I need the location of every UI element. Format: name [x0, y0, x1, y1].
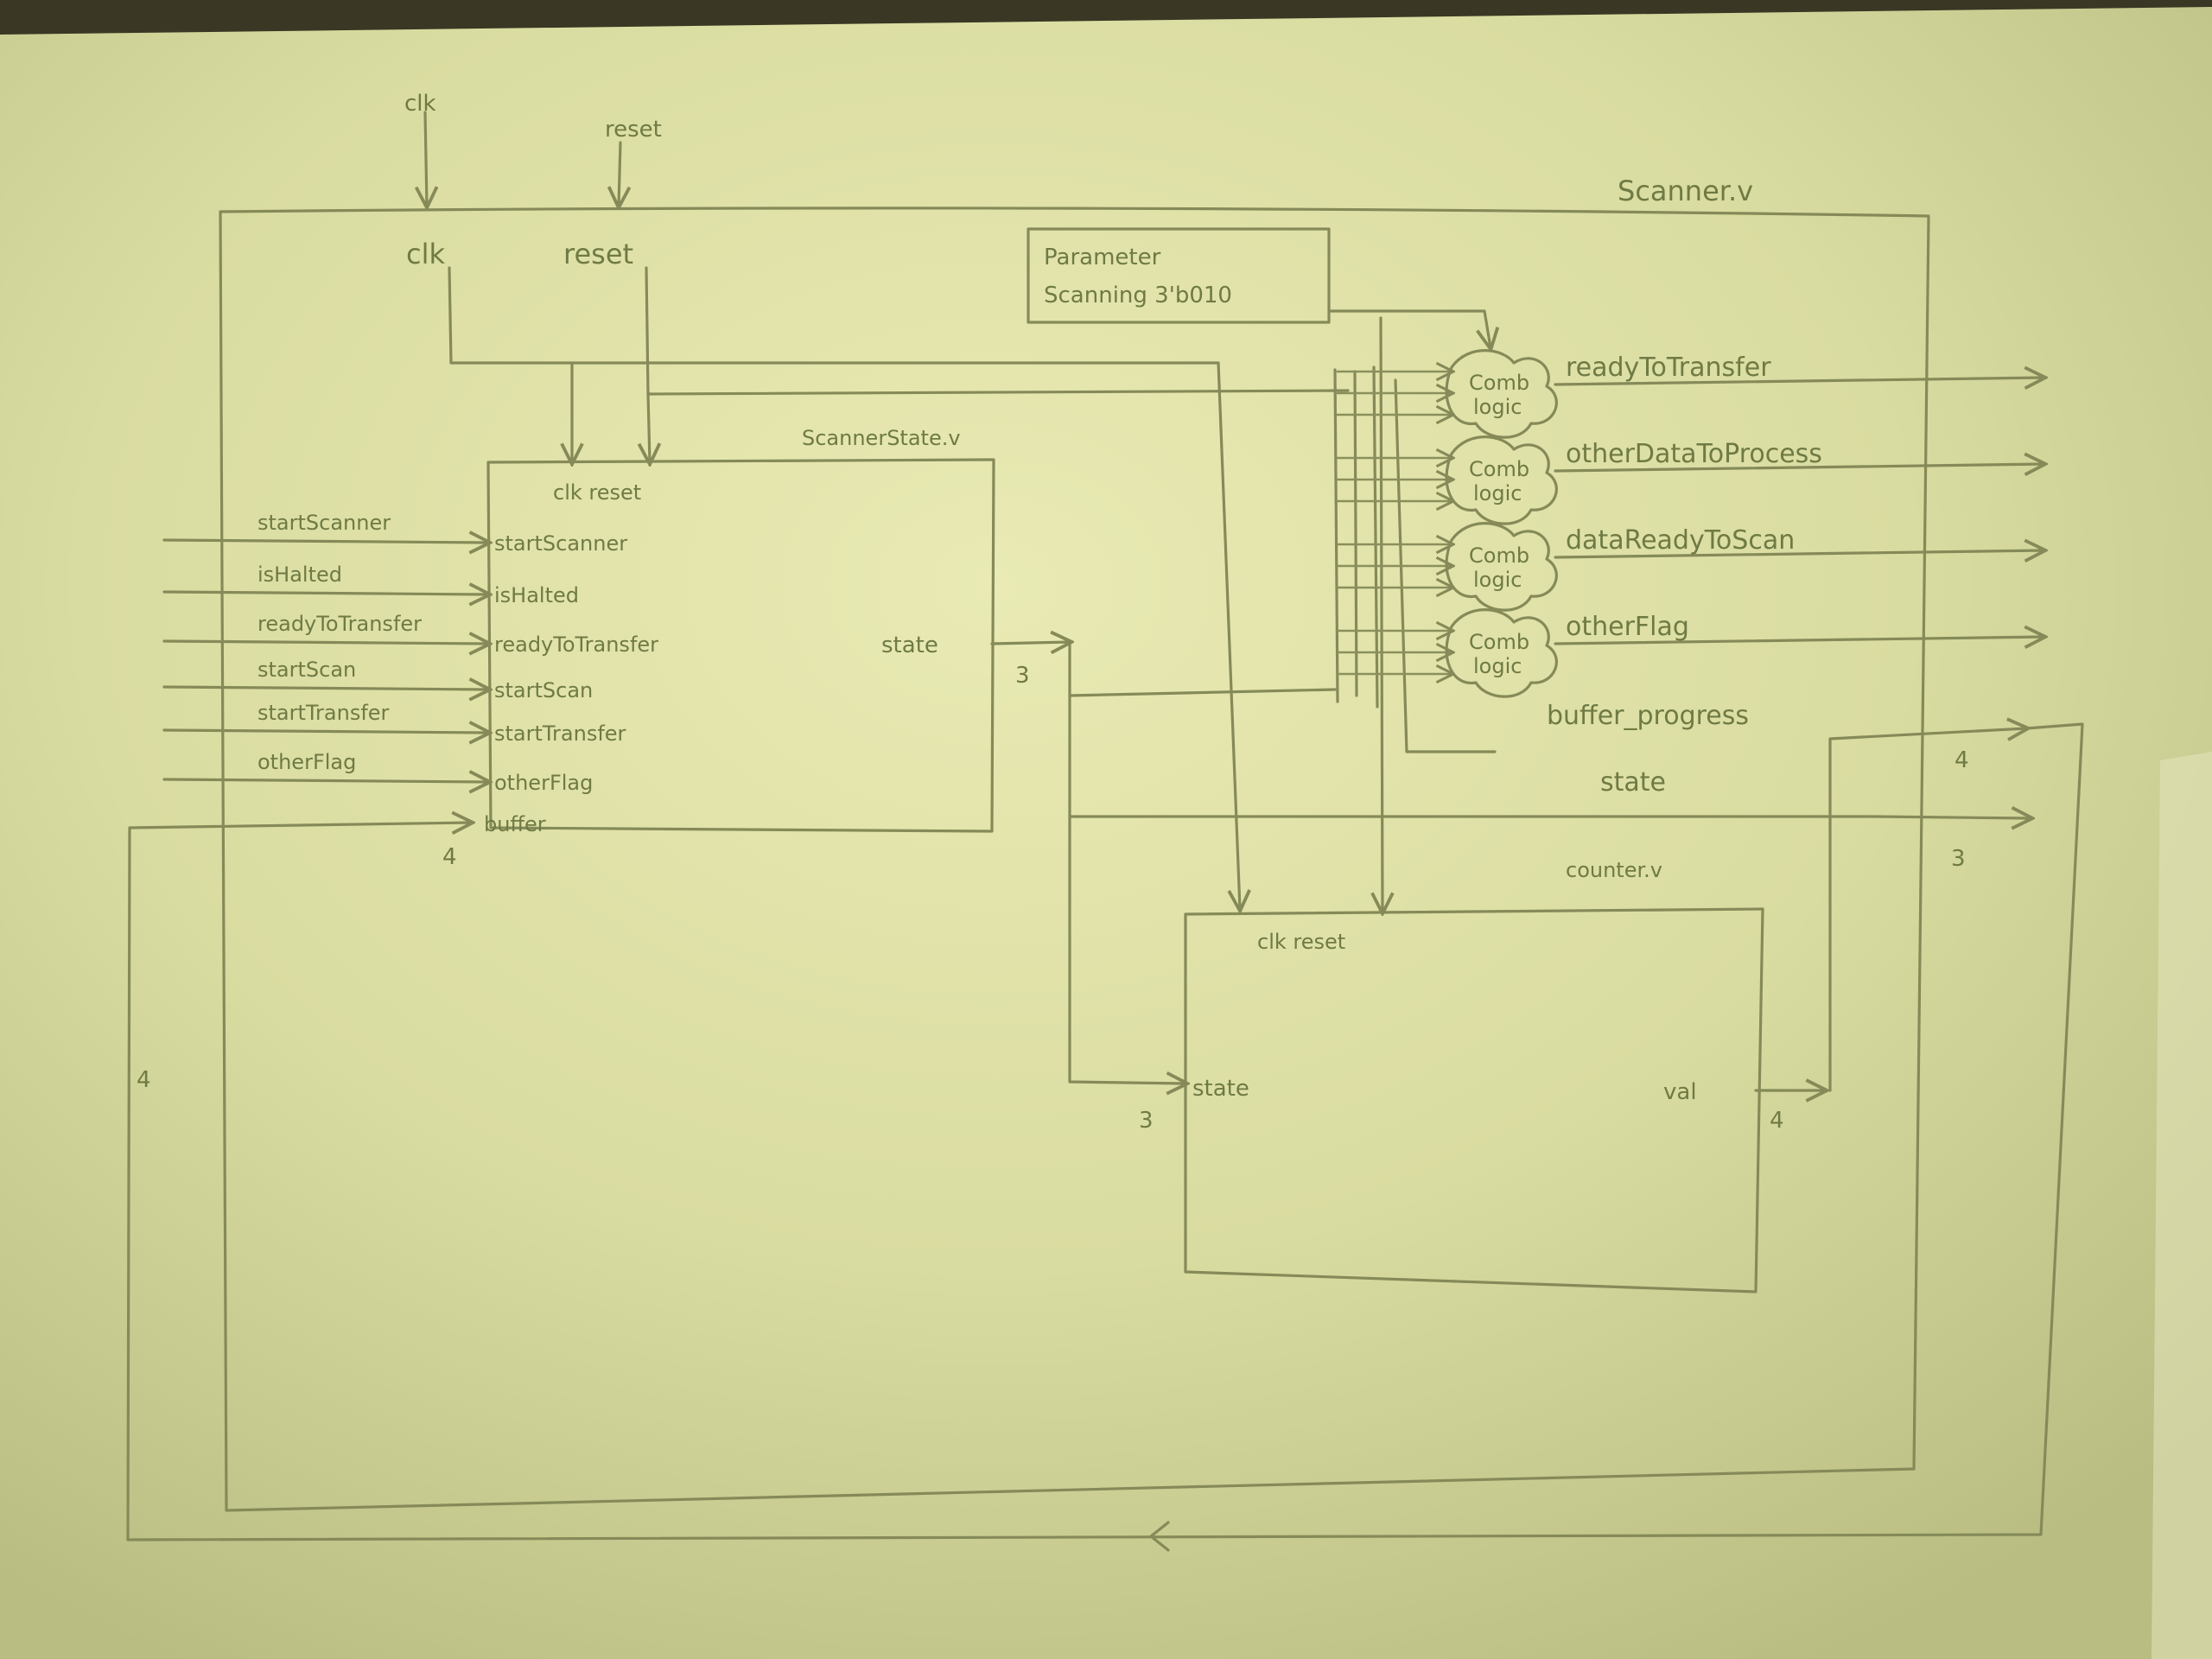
clk-port-label: clk [406, 238, 445, 270]
reset-input-wire [619, 143, 620, 206]
comb-logic-label: Comb [1469, 630, 1529, 654]
comb-logic-label: logic [1473, 568, 1522, 592]
counter-reset-wire [1381, 318, 1382, 912]
feedback-width-left: 4 [137, 1067, 151, 1093]
comb-logic-label: Comb [1469, 457, 1529, 481]
state-external-input-label: startTransfer [257, 701, 390, 725]
state-input-port-label: buffer [484, 812, 546, 836]
comb-logic-label: logic [1473, 481, 1522, 505]
parameter-line-2: Scanning 3'b010 [1044, 283, 1232, 308]
second-sheet-edge [2152, 752, 2212, 1659]
parameter-line-1: Parameter [1044, 245, 1161, 270]
comb-logic-label: logic [1473, 395, 1522, 419]
state-buffer-width: 4 [442, 844, 457, 870]
buffer-progress-label: buffer_progress [1547, 701, 1749, 731]
comb-logic-label: Comb [1469, 371, 1529, 395]
state-output-label: state [881, 632, 938, 658]
state-external-input-label: startScan [257, 658, 356, 682]
state-input-port-label: startTransfer [494, 721, 626, 746]
state-output-wire [992, 642, 1070, 644]
comb-logic-label: logic [1473, 654, 1522, 678]
counter-output-width: 4 [1770, 1108, 1784, 1134]
reset-input-label: reset [605, 117, 662, 143]
reset-port-label: reset [563, 238, 633, 270]
state-external-input-label: isHalted [257, 563, 342, 587]
counter-input-label: state [1192, 1076, 1249, 1102]
logic-output-label: otherDataToProcess [1566, 439, 1822, 469]
state-output-width: 3 [1015, 663, 1030, 689]
clk-input-label: clk [404, 91, 436, 117]
comb-logic-label: Comb [1469, 543, 1529, 568]
state-input-port-label: otherFlag [494, 771, 593, 795]
state-reset-wire [648, 394, 650, 462]
state-external-input-label: otherFlag [257, 750, 356, 774]
logic-output-label: otherFlag [1566, 612, 1689, 642]
state-out-label: state [1600, 767, 1666, 798]
clk-input-wire [425, 112, 427, 206]
counter-title: counter.v [1566, 858, 1662, 882]
counter-input-width: 3 [1139, 1108, 1154, 1134]
counter-header: clk reset [1257, 930, 1345, 954]
logic-bus-2 [1355, 372, 1357, 696]
state-input-port-label: isHalted [494, 583, 579, 607]
state-external-input-label: readyToTransfer [257, 612, 422, 636]
state-input-port-label: startScan [494, 678, 593, 702]
scanner-title: Scanner.v [1618, 175, 1753, 207]
scanner-state-title: ScannerState.v [802, 426, 961, 450]
state-input-port-label: startScanner [494, 531, 627, 556]
logic-output-label: dataReadyToScan [1566, 525, 1795, 556]
buffer-progress-width: 4 [1955, 747, 1969, 773]
counter-output-label: val [1663, 1079, 1697, 1105]
state-external-input-label: startScanner [257, 511, 391, 535]
state-out-width: 3 [1951, 846, 1966, 872]
scanner-state-header: clk reset [553, 480, 641, 505]
logic-output-label: readyToTransfer [1566, 353, 1771, 383]
state-input-port-label: readyToTransfer [494, 632, 658, 657]
